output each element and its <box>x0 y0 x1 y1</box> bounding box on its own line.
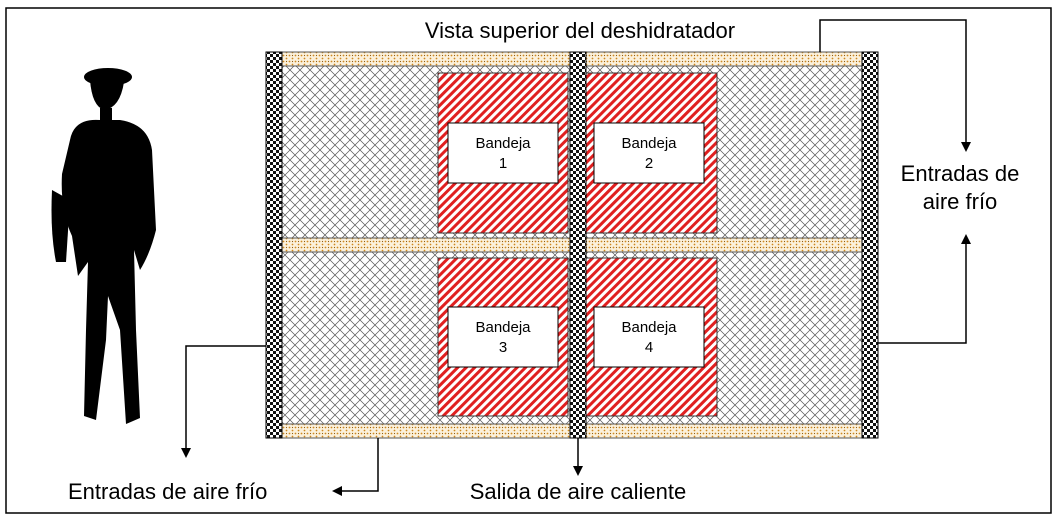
tray-2-name: Bandeja <box>621 135 677 152</box>
right-wall <box>861 51 879 439</box>
tray-1: Bandeja 1 <box>447 122 559 184</box>
outer-frame <box>5 7 1052 514</box>
person-silhouette-icon <box>51 68 156 425</box>
left-inlet-arrow <box>181 345 266 458</box>
bottom-left-inlet-label: Entradas de aire frío <box>68 479 267 504</box>
tray-1-number: 1 <box>499 155 507 172</box>
right-inlet-arrow-top <box>819 19 971 152</box>
left-wall <box>265 51 283 439</box>
tray-4-number: 4 <box>645 339 653 356</box>
diagram-title: Vista superior del deshidratador <box>425 18 735 43</box>
outlet-label: Salida de aire caliente <box>470 479 686 504</box>
bottom-inlet-arrow <box>332 438 379 496</box>
tray-3-name: Bandeja <box>475 319 531 336</box>
tray-3-number: 3 <box>499 339 507 356</box>
tray-4: Bandeja 4 <box>593 306 705 368</box>
tray-4-name: Bandeja <box>621 319 677 336</box>
tray-3: Bandeja 3 <box>447 306 559 368</box>
right-inlet-label-line2: aire frío <box>923 189 998 214</box>
tray-2-number: 2 <box>645 155 653 172</box>
tray-1-name: Bandeja <box>475 135 531 152</box>
right-inlet-arrow-bottom <box>878 234 971 344</box>
tray-2: Bandeja 2 <box>593 122 705 184</box>
dehydrator-body: Bandeja 1 Bandeja 2 Bandeja 3 Bandeja 4 <box>265 51 879 439</box>
right-inlet-label-line1: Entradas de <box>901 161 1020 186</box>
center-wall <box>569 51 587 439</box>
